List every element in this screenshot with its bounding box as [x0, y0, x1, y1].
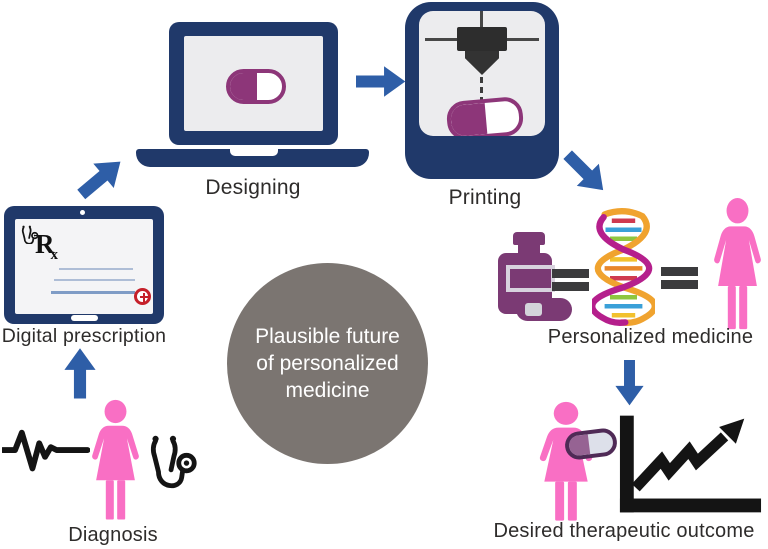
capsule-icon — [226, 69, 286, 104]
prescription-line — [54, 279, 135, 281]
bottle-label — [506, 265, 555, 292]
capsule-fill — [449, 102, 488, 136]
woman-icon — [539, 401, 593, 521]
stethoscope-icon — [143, 426, 201, 504]
designing-label: Designing — [205, 176, 301, 199]
cross-bar-v — [142, 292, 146, 302]
equals-bar — [552, 269, 589, 278]
rx-symbol: Rx — [35, 229, 58, 264]
tablet-home-button — [71, 315, 98, 321]
tablet-rx-icon: Rx — [4, 206, 164, 324]
arrow-printing-to-medicine-icon — [556, 143, 615, 202]
capsule-icon — [445, 95, 525, 136]
laptop-icon — [169, 22, 338, 145]
dna-icon — [592, 208, 655, 326]
arrow-medicine-to-outcome-icon — [615, 360, 644, 406]
arrow-diagnosis-to-prescription-icon — [64, 348, 96, 399]
center-circle-line2: of personalized — [256, 352, 399, 375]
capsule-icon — [516, 298, 572, 321]
center-circle: Plausible future of personalized medicin… — [227, 263, 428, 464]
woman-icon — [92, 399, 139, 520]
equals-icon — [661, 267, 698, 289]
bottle-neck — [518, 245, 540, 254]
equals-bar — [661, 267, 698, 276]
prescription-line — [51, 291, 135, 294]
desired-outcome-label: Desired therapeutic outcome — [493, 520, 755, 542]
capsule-fill — [567, 434, 591, 457]
personalized-medicine-label: Personalized medicine — [547, 326, 754, 348]
center-circle-line1: Plausible future — [255, 325, 400, 348]
rx-sub-letter: x — [50, 247, 59, 263]
equals-bar — [661, 280, 698, 289]
equals-bar — [552, 282, 589, 291]
laptop-screen — [184, 36, 323, 131]
rx-main-letter: R — [35, 229, 55, 259]
tablet-screen: Rx — [15, 219, 153, 314]
ekg-icon — [2, 429, 90, 472]
arrow-prescription-to-designing-icon — [70, 149, 131, 207]
laptop-base — [136, 149, 369, 167]
capsule-window — [525, 303, 542, 316]
prescription-line — [59, 268, 133, 270]
equals-icon — [552, 269, 589, 291]
printer-3d-icon — [405, 2, 559, 179]
diagnosis-label: Diagnosis — [68, 524, 158, 546]
printer-nozzle-icon — [465, 51, 499, 75]
arrow-designing-to-printing-icon — [356, 66, 406, 97]
printer-head — [457, 27, 507, 51]
printing-label: Printing — [448, 186, 522, 209]
center-circle-line3: medicine — [285, 379, 370, 402]
printer-chamber — [419, 11, 545, 136]
digital-prescription-label: Digital prescription — [1, 325, 167, 347]
capsule-icon — [563, 426, 619, 462]
printer-gantry-line — [480, 11, 483, 39]
growth-chart-icon — [619, 415, 762, 513]
tablet-camera-dot — [80, 210, 85, 215]
medical-cross-icon — [134, 288, 151, 305]
printer-extrusion-dashes — [480, 77, 483, 103]
pill-bottle-icon — [496, 232, 578, 324]
laptop-notch — [230, 149, 278, 156]
bottle-cap — [513, 232, 545, 245]
woman-icon — [714, 197, 761, 330]
capsule-fill — [230, 73, 258, 100]
